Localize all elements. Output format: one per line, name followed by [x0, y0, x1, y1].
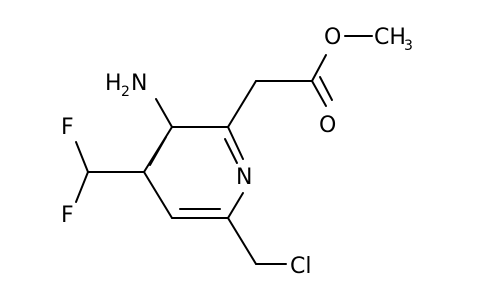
substituent-bonds — [75, 35, 373, 265]
amine-n-label: N — [131, 71, 147, 96]
ring-nitrogen-label: N — [236, 165, 252, 190]
bond-c2-ch2 — [227, 80, 257, 128]
pyridine-ring — [143, 126, 244, 219]
fluorine-bottom-label: F — [61, 203, 74, 228]
bond-n1-c2 — [227, 126, 244, 160]
chlorine-label: Cl — [290, 254, 311, 279]
amine-subscript: 2 — [121, 84, 130, 100]
bond-carbonyl-o-double-b — [319, 76, 333, 101]
atom-labels: H 2 N N F F O O Cl CH 3 — [61, 25, 413, 279]
methyl-subscript: 3 — [404, 38, 413, 54]
bond-c4-c5 — [143, 171, 173, 219]
bond-c3-c4-inner — [149, 136, 167, 166]
amine-h-label: H — [105, 71, 122, 96]
methyl-ch-label: CH — [374, 25, 406, 50]
bond-n1-c2-inner — [224, 138, 238, 164]
bond-c6-n1 — [227, 192, 244, 219]
bond-chf2-f-bottom — [75, 171, 89, 203]
bond-carbonyl-o-ester — [311, 54, 327, 82]
carbonyl-oxygen-label: O — [319, 113, 336, 138]
fluorine-top-label: F — [61, 115, 74, 140]
bond-c6-ch2 — [227, 217, 257, 265]
bond-carbonyl-o-double-a — [311, 80, 327, 107]
bond-chf2-f-top — [75, 141, 89, 173]
bond-c3-nh2 — [155, 98, 173, 128]
ester-oxygen-label: O — [324, 25, 341, 50]
